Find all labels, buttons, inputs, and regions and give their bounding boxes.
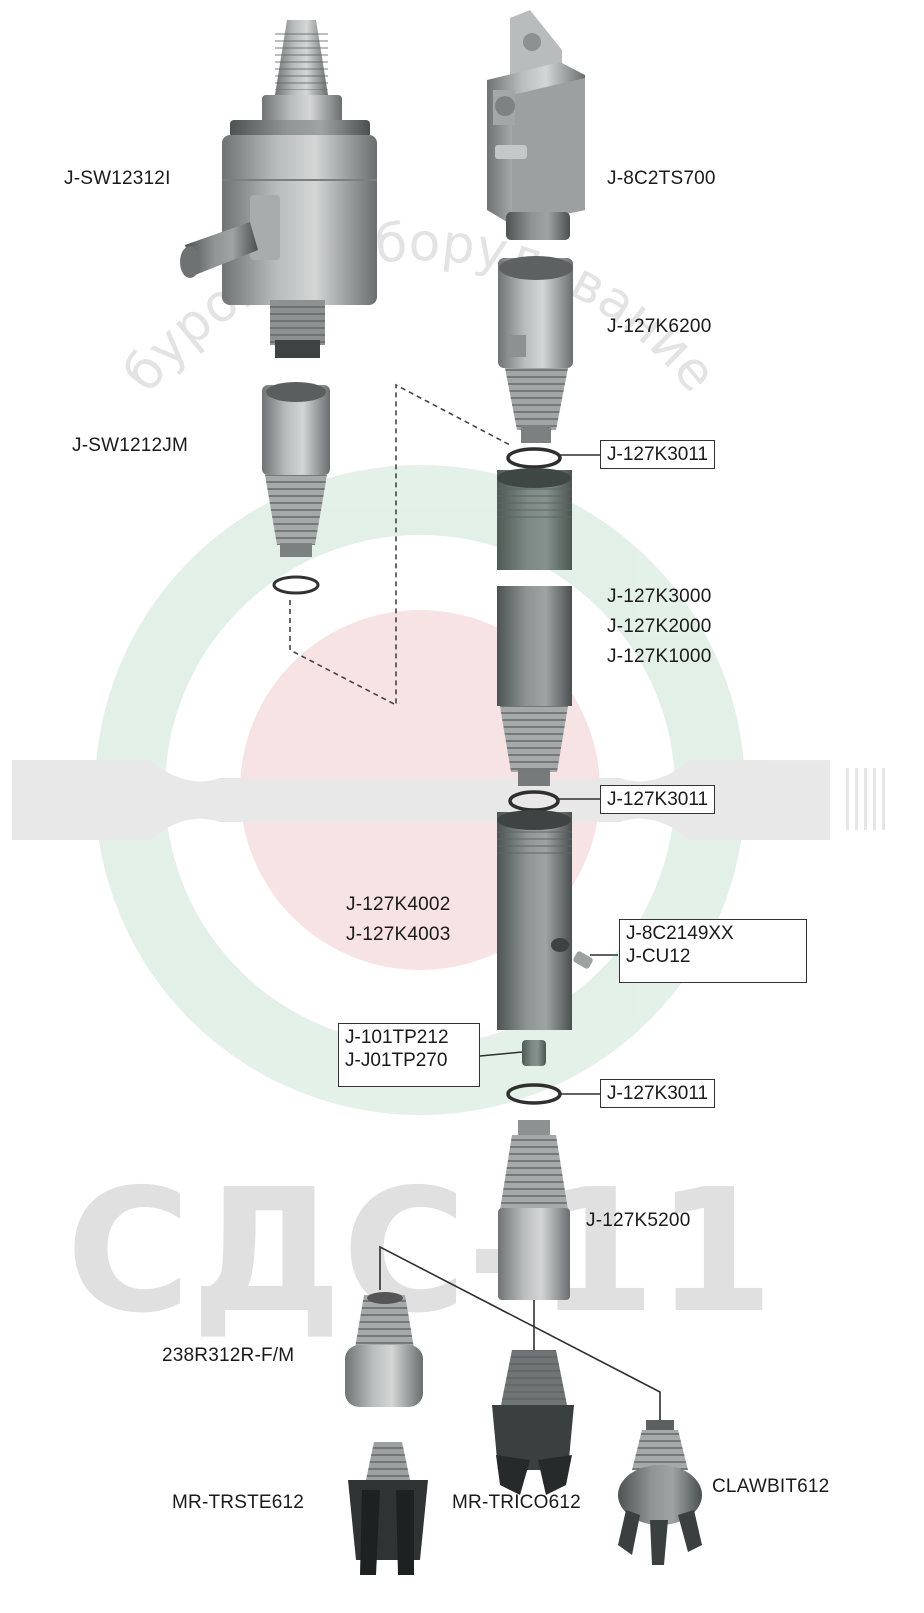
- label-o-ring-1: J-127K3011: [600, 440, 716, 469]
- label-nozzle-fitting-2: J-CU12: [626, 946, 691, 967]
- label-o-ring-2: J-127K3011: [600, 785, 716, 814]
- label-top-adapter: J-127K6200: [607, 316, 712, 337]
- label-casing-tube-1: J-127K4002: [346, 894, 451, 915]
- crossover-sub-illustration: [345, 1292, 423, 1407]
- drill-rod-illustration: [497, 468, 572, 786]
- label-nozzle-fitting: J-8C2149XX J-CU12: [619, 919, 807, 983]
- top-adapter-illustration: [498, 256, 573, 443]
- label-drill-rod-1: J-127K3000: [607, 586, 712, 607]
- label-o-ring-3: J-127K3011: [600, 1079, 716, 1108]
- bit-claw-illustration: [618, 1420, 702, 1565]
- watermark-bar: [12, 760, 830, 840]
- label-swivel: J-SW12312I: [64, 168, 171, 189]
- watermark-bar-stripes: [842, 768, 890, 830]
- label-swivel-sub: J-SW1212JM: [72, 435, 189, 456]
- dashed-connector: [289, 383, 511, 707]
- label-valve: J-101TP212 J-J01TP270: [338, 1023, 480, 1087]
- casing-tube-illustration: [497, 810, 593, 1030]
- label-valve-2: J-J01TP270: [345, 1050, 448, 1071]
- label-nozzle-fitting-1: J-8C2149XX: [626, 923, 734, 944]
- valve-illustration: [522, 1040, 546, 1066]
- bit-trico-illustration: [492, 1350, 574, 1495]
- watermark: [12, 465, 890, 1115]
- label-drill-rod-2: J-127K2000: [607, 616, 712, 637]
- label-bit-trico: MR-TRICO612: [452, 1492, 581, 1513]
- leader-lines: [479, 454, 618, 1095]
- swivel-sub-illustration: [262, 382, 330, 595]
- o-ring-1: [506, 447, 562, 469]
- label-bit-adapter: J-127K5200: [586, 1210, 691, 1231]
- bit-adapter-illustration: [498, 1120, 570, 1300]
- label-crossover-sub: 238R312R-F/M: [162, 1345, 295, 1366]
- label-valve-1: J-101TP212: [345, 1027, 449, 1048]
- label-rotation-head: J-8C2TS700: [607, 168, 716, 189]
- label-casing-tube-2: J-127K4003: [346, 924, 451, 945]
- rotation-head-illustration: [487, 10, 585, 240]
- bit-trste-illustration: [348, 1442, 428, 1575]
- label-bit-trste: MR-TRSTE612: [172, 1492, 305, 1513]
- watermark-brand: СДС-11: [66, 1153, 774, 1351]
- label-bit-claw: CLAWBIT612: [712, 1476, 830, 1497]
- label-drill-rod-3: J-127K1000: [607, 646, 712, 667]
- bit-connector-lines: [379, 1245, 661, 1420]
- swivel-illustration: [180, 20, 377, 358]
